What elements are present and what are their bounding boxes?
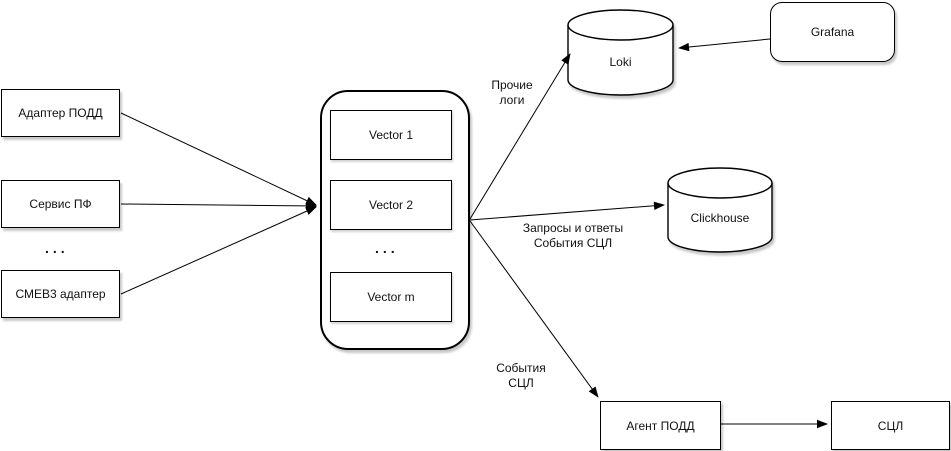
- node-scl-label: СЦЛ: [877, 418, 904, 433]
- node-scl: СЦЛ: [831, 401, 950, 450]
- edge-smev3-to-vector: [120, 206, 317, 295]
- node-vector-m-label: Vector m: [367, 290, 415, 304]
- node-adapter-podd-label: Адаптер ПОДД: [18, 106, 103, 120]
- edge-label-to-agent: События СЦЛ: [486, 361, 556, 391]
- node-smev3-adapter: СМЕВ3 адаптер: [1, 270, 120, 318]
- edge-vector-to-clickhouse: [469, 201, 665, 221]
- node-grafana: Grafana: [770, 2, 895, 62]
- edge-grafana-to-loki: [678, 38, 771, 52]
- node-agent-podd: Агент ПОДД: [600, 401, 721, 450]
- pipeline-ellipsis: ...: [375, 240, 399, 256]
- edge-adapter-podd-to-vector: [120, 112, 317, 206]
- edge-label-to-agent-line1: События: [496, 361, 546, 375]
- node-loki-label: Loki: [609, 55, 632, 69]
- node-vector-m: Vector m: [330, 272, 452, 322]
- node-vector-2-label: Vector 2: [368, 198, 414, 212]
- node-smev3-adapter-label: СМЕВ3 адаптер: [15, 287, 106, 301]
- edge-label-to-loki-line2: логи: [499, 93, 525, 107]
- edge-label-to-loki-line1: Прочие: [491, 78, 533, 92]
- edge-label-to-clickhouse-line1: Запросы и ответы: [522, 221, 624, 235]
- node-servis-pf-label: Сервис ПФ: [29, 197, 92, 211]
- edge-label-to-clickhouse: Запросы и ответы События СЦЛ: [498, 221, 648, 251]
- edge-label-to-loki: Прочие логи: [477, 78, 547, 108]
- edge-label-to-agent-line2: СЦЛ: [508, 376, 534, 390]
- node-grafana-label: Grafana: [810, 25, 855, 39]
- node-vector-1-label: Vector 1: [368, 128, 414, 142]
- node-agent-podd-label: Агент ПОДД: [626, 418, 695, 433]
- edge-servis-pf-to-vector: [120, 201, 317, 211]
- edge-label-to-clickhouse-line2: События СЦЛ: [533, 236, 613, 250]
- node-clickhouse-label: Clickhouse: [690, 211, 750, 225]
- node-vector-1: Vector 1: [330, 110, 452, 160]
- node-adapter-podd: Адаптер ПОДД: [1, 89, 120, 137]
- node-vector-2: Vector 2: [330, 180, 452, 230]
- node-servis-pf: Сервис ПФ: [1, 180, 120, 228]
- sources-ellipsis: ...: [45, 240, 69, 256]
